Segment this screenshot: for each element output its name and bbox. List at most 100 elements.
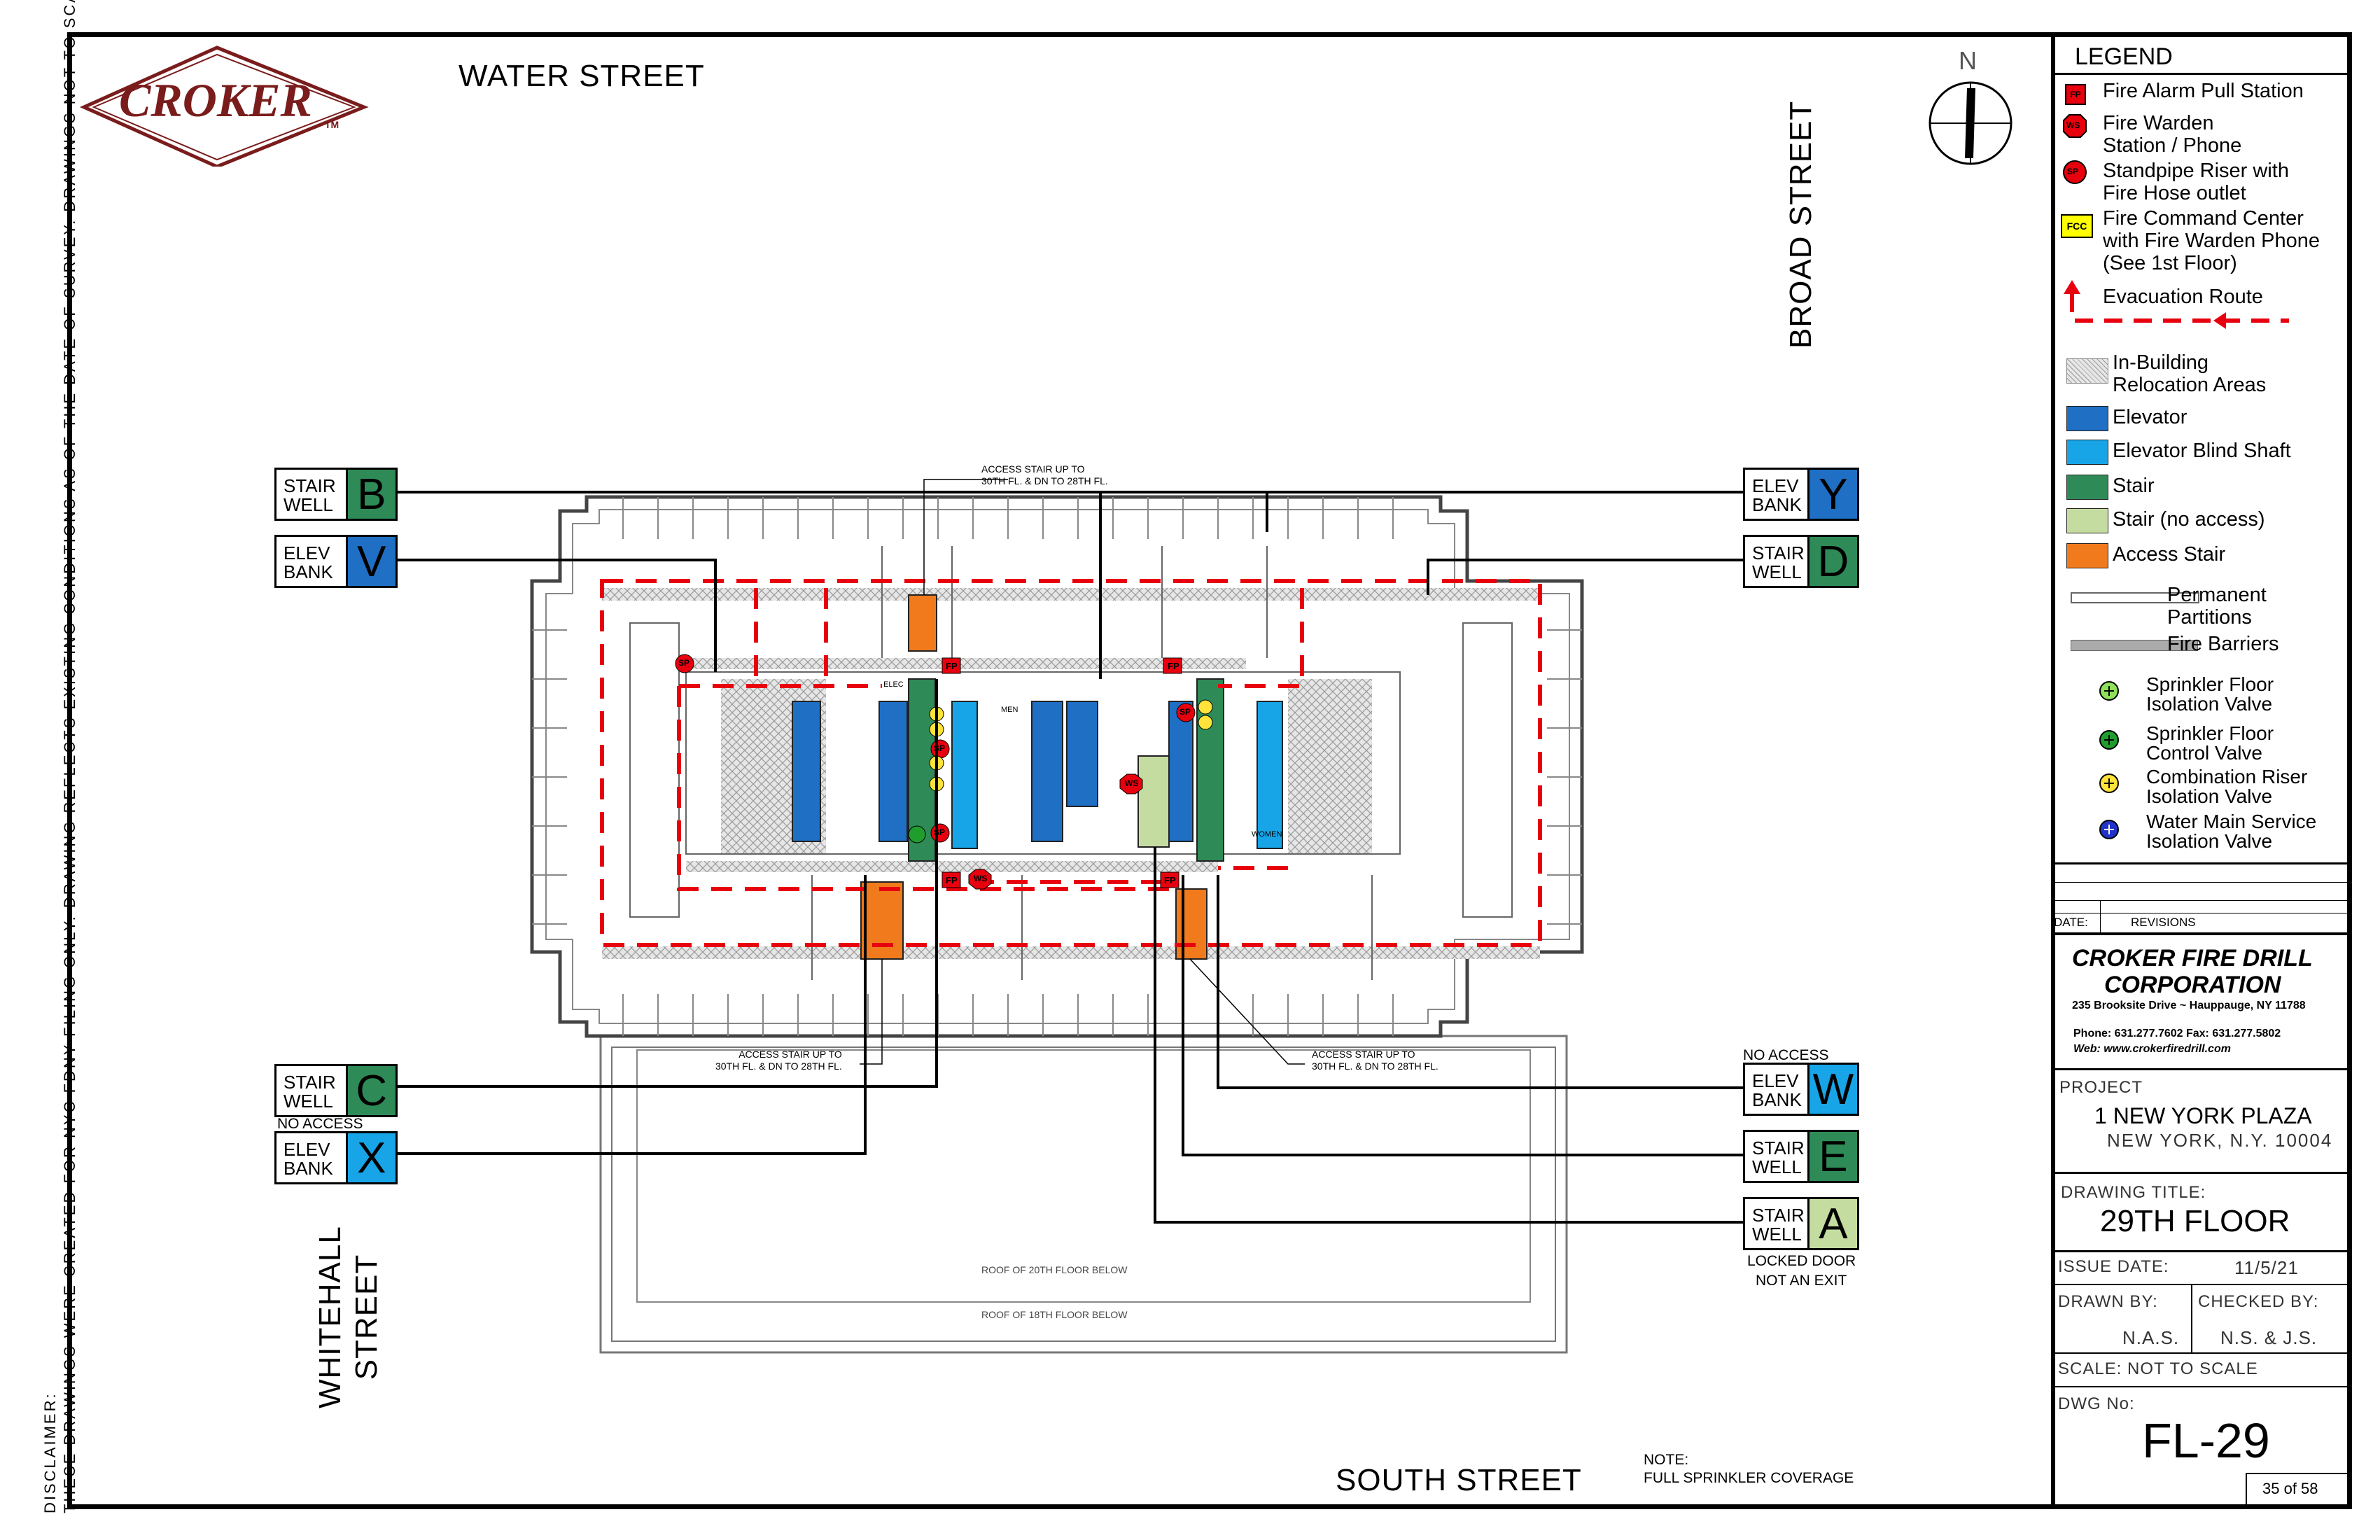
- tb-rule: [2051, 1172, 2352, 1174]
- tb-rule: [2051, 1250, 2352, 1252]
- tag-letter: A: [1807, 1199, 1857, 1248]
- tag-line1: STAIR: [1752, 1205, 1805, 1226]
- stair-swatch: [2066, 475, 2108, 500]
- sp-marker-label: SP: [934, 827, 946, 837]
- tag-line1: STAIR: [284, 475, 336, 496]
- legend-combo-line1: Combination Riser: [2146, 766, 2308, 788]
- men-room-label: MEN: [1001, 706, 1018, 714]
- evacuation-route-icon: [2064, 280, 2289, 329]
- croker-logo: [79, 46, 369, 167]
- tag-line1: ELEV: [1752, 1070, 1799, 1091]
- drawn-by: N.A.S.: [2122, 1327, 2180, 1348]
- dwg-no: FL-29: [2142, 1413, 2270, 1468]
- access-note-top-line1: ACCESS STAIR UP TO: [981, 463, 1085, 475]
- disclaimer: DISCLAIMER: THESE DRAWINGS WERE CREATED …: [41, 0, 80, 1513]
- fp-marker-label: FP: [946, 875, 958, 886]
- sp-marker-label: SP: [934, 743, 946, 753]
- tag-line1: STAIR: [1752, 542, 1805, 564]
- permanent-partitions-swatch: [2071, 592, 2199, 603]
- drawn-by-label: DRAWN BY:: [2058, 1292, 2158, 1311]
- access-note-top: ACCESS STAIR UP TO 30TH FL. & DN TO 28TH…: [981, 463, 1108, 487]
- floor-plan: [398, 479, 1743, 1354]
- tag-letter: Y: [1807, 470, 1857, 519]
- legend-sprinkler-iso-line2: Isolation Valve: [2146, 693, 2273, 715]
- logo-trademark: TM: [325, 119, 340, 130]
- tb-rule: [2051, 882, 2352, 883]
- street-south: SOUTH STREET: [1336, 1463, 1582, 1497]
- legend-fire-barriers: Fire Barriers: [2167, 633, 2279, 655]
- street-east: BROAD STREET: [1784, 100, 1818, 349]
- fp-marker-label: FP: [946, 661, 958, 671]
- tag-line1: ELEV: [1752, 475, 1799, 496]
- tag-letter: D: [1807, 537, 1857, 586]
- warden-station-icon: [2063, 114, 2087, 138]
- access-note-top-line2: 30TH FL. & DN TO 28TH FL.: [981, 475, 1108, 486]
- title-block-divider: [2051, 32, 2055, 1509]
- tag-line2: WELL: [1752, 561, 1802, 582]
- company-web: Web: www.crokerfiredrill.com: [2073, 1043, 2231, 1055]
- tag-line2: BANK: [1752, 1089, 1802, 1110]
- tb-rule: [2246, 1473, 2352, 1474]
- tb-rule: [2100, 900, 2101, 934]
- access-note-right-line1: ACCESS STAIR UP TO: [1312, 1049, 1415, 1060]
- access-note-left-line2: 30TH FL. & DN TO 28TH FL.: [715, 1060, 842, 1072]
- drawing-title-label: DRAWING TITLE:: [2061, 1183, 2206, 1202]
- legend-fire-alarm: Fire Alarm Pull Station: [2103, 80, 2304, 102]
- tag-line1: ELEV: [284, 542, 330, 564]
- issue-date-label: ISSUE DATE:: [2058, 1257, 2169, 1276]
- drawing-title: 29TH FLOOR: [2100, 1204, 2290, 1238]
- legend-blind-shaft: Elevator Blind Shaft: [2113, 440, 2291, 462]
- tb-rule: [2051, 862, 2352, 864]
- legend-stair-no-access: Stair (no access): [2113, 508, 2265, 531]
- legend-standpipe-line1: Standpipe Riser with: [2103, 160, 2289, 182]
- sprinkler-control-valve-icon: [2099, 730, 2119, 750]
- tb-rule: [2051, 1352, 2352, 1354]
- legend-water-line1: Water Main Service: [2146, 811, 2317, 832]
- tag-letter: B: [345, 470, 396, 519]
- north-arrow: [1928, 81, 2012, 165]
- tag-line2: BANK: [284, 561, 333, 582]
- street-west: WHITEHALL STREET: [312, 1226, 385, 1408]
- legend-sprinkler-ctl-line2: Control Valve: [2146, 742, 2263, 764]
- tag-line1: STAIR: [1752, 1138, 1805, 1158]
- tag-line2: WELL: [284, 494, 333, 515]
- water-main-valve-icon: [2099, 820, 2119, 839]
- women-room-label: WOMEN: [1252, 830, 1282, 839]
- legend-relocation-line2: Relocation Areas: [2113, 374, 2267, 396]
- legend-relocation-line1: In-Building: [2113, 351, 2209, 374]
- fp-marker-label: FP: [1168, 661, 1180, 671]
- legend-title-rule: [2051, 73, 2352, 75]
- tag-letter: E: [1807, 1132, 1857, 1181]
- logo-wordmark: CROKER: [119, 74, 312, 127]
- legend-warden-line2: Station / Phone: [2103, 134, 2242, 157]
- tag-line2: WELL: [284, 1091, 333, 1112]
- fire-barriers-swatch: [2071, 640, 2198, 651]
- tag-line2: WELL: [1752, 1224, 1802, 1245]
- warden-station-icon-label: WS: [2066, 120, 2080, 130]
- access-note-right: ACCESS STAIR UP TO 30TH FL. & DN TO 28TH…: [1312, 1049, 1438, 1072]
- note-a-locked: LOCKED DOOR: [1747, 1253, 1856, 1269]
- elevator-swatch: [2066, 406, 2108, 431]
- north-label: N: [1959, 46, 1977, 75]
- legend-fcc-line2: with Fire Warden Phone: [2103, 230, 2320, 252]
- company-address: 235 Brooksite Drive ~ Hauppauge, NY 1178…: [2072, 1000, 2306, 1011]
- access-stair-swatch: [2066, 543, 2108, 568]
- legend-elevator: Elevator: [2113, 406, 2188, 428]
- standpipe-icon: [2063, 160, 2087, 184]
- roof-18-label: ROOF OF 18TH FLOOR BELOW: [981, 1309, 1128, 1320]
- tb-rule: [2051, 1284, 2352, 1285]
